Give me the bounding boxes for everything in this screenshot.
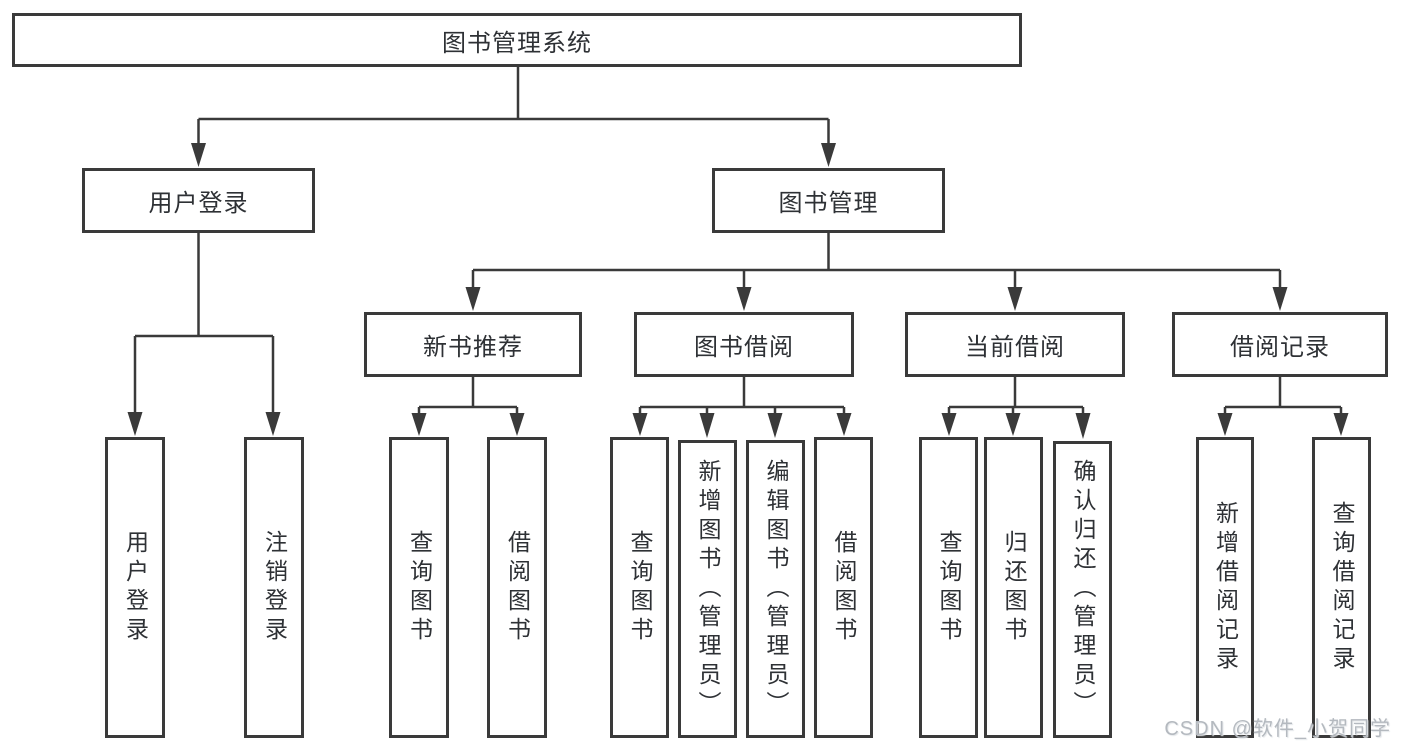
arrowhead xyxy=(465,287,481,311)
node-label: 图书管理 xyxy=(778,190,879,217)
node-label: 查询图书 xyxy=(627,529,653,646)
node-label: 图书借阅 xyxy=(694,334,794,361)
arrowhead xyxy=(1272,287,1288,311)
arrowhead xyxy=(699,413,715,438)
arrowhead xyxy=(1075,413,1091,439)
node-label: 新书推荐 xyxy=(423,334,523,361)
leaf-current-query-books: 查询图书 xyxy=(919,437,978,738)
arrowhead xyxy=(1333,413,1349,436)
leaf-logout: 注销登录 xyxy=(244,437,304,738)
arrowhead xyxy=(411,413,427,436)
node-label: 借阅图书 xyxy=(831,529,857,646)
node-label: 确认归还（管理员） xyxy=(1070,459,1096,720)
leaf-borrowing-edit-books-admin: 编辑图书（管理员） xyxy=(746,440,805,738)
arrowhead xyxy=(265,412,281,436)
arrowhead xyxy=(127,412,143,436)
node-library-system: 图书管理系统 xyxy=(12,13,1022,67)
arrowhead xyxy=(821,143,836,167)
connector-current-borrowing-to-leaves xyxy=(941,377,1091,439)
arrowhead xyxy=(509,413,525,436)
arrowhead xyxy=(632,413,648,436)
node-label: 用户登录 xyxy=(148,190,249,217)
leaf-current-confirm-return-admin: 确认归还（管理员） xyxy=(1053,441,1112,738)
leaf-recommend-borrow-books: 借阅图书 xyxy=(487,437,547,738)
node-book-borrowing: 图书借阅 xyxy=(634,312,854,377)
node-user-login: 用户登录 xyxy=(82,168,315,233)
csdn-watermark: CSDN @软件_小贺同学 xyxy=(1164,718,1391,740)
node-label: 查询图书 xyxy=(936,529,962,646)
node-borrowing-records: 借阅记录 xyxy=(1172,312,1388,377)
arrowhead xyxy=(1005,413,1021,436)
leaf-borrowing-query-books: 查询图书 xyxy=(610,437,669,738)
arrowhead xyxy=(1217,413,1233,436)
arrowhead xyxy=(767,413,783,438)
arrowhead xyxy=(736,287,752,311)
connector-user-login-to-leaves xyxy=(127,233,281,436)
node-book-management: 图书管理 xyxy=(712,168,945,233)
node-label: 查询图书 xyxy=(406,529,433,646)
connector-root-to-level2 xyxy=(191,67,836,167)
arrowhead xyxy=(836,413,852,436)
node-label: 查询借阅记录 xyxy=(1329,500,1355,675)
leaf-user-login: 用户登录 xyxy=(105,437,165,738)
arrowhead xyxy=(191,143,206,167)
node-current-borrowing: 当前借阅 xyxy=(905,312,1125,377)
leaf-current-return-books: 归还图书 xyxy=(984,437,1043,738)
node-label: 当前借阅 xyxy=(965,334,1065,361)
node-label: 借阅记录 xyxy=(1230,334,1330,361)
leaf-borrowing-add-books-admin: 新增图书（管理员） xyxy=(678,440,737,738)
connector-book-borrowing-to-leaves xyxy=(632,377,852,438)
node-label: 注销登录 xyxy=(261,529,288,646)
leaf-records-query-record: 查询借阅记录 xyxy=(1312,437,1371,738)
node-label: 编辑图书（管理员） xyxy=(763,458,789,720)
connector-borrowing-records-to-leaves xyxy=(1217,377,1349,436)
node-label: 借阅图书 xyxy=(504,529,531,646)
connector-book-management-to-level3 xyxy=(465,233,1288,311)
node-label: 新增借阅记录 xyxy=(1212,500,1239,675)
node-label: 新增图书（管理员） xyxy=(695,458,721,720)
arrowhead xyxy=(941,413,957,436)
connector-new-book-recommend-to-leaves xyxy=(411,377,525,436)
node-new-book-recommend: 新书推荐 xyxy=(364,312,582,377)
leaf-recommend-query-books: 查询图书 xyxy=(389,437,449,738)
leaf-records-add-record: 新增借阅记录 xyxy=(1196,437,1254,738)
node-label: 归还图书 xyxy=(1001,529,1027,646)
node-label: 用户登录 xyxy=(122,529,149,646)
node-label: 图书管理系统 xyxy=(442,29,592,57)
leaf-borrowing-borrow-books: 借阅图书 xyxy=(814,437,873,738)
arrowhead xyxy=(1007,287,1023,311)
